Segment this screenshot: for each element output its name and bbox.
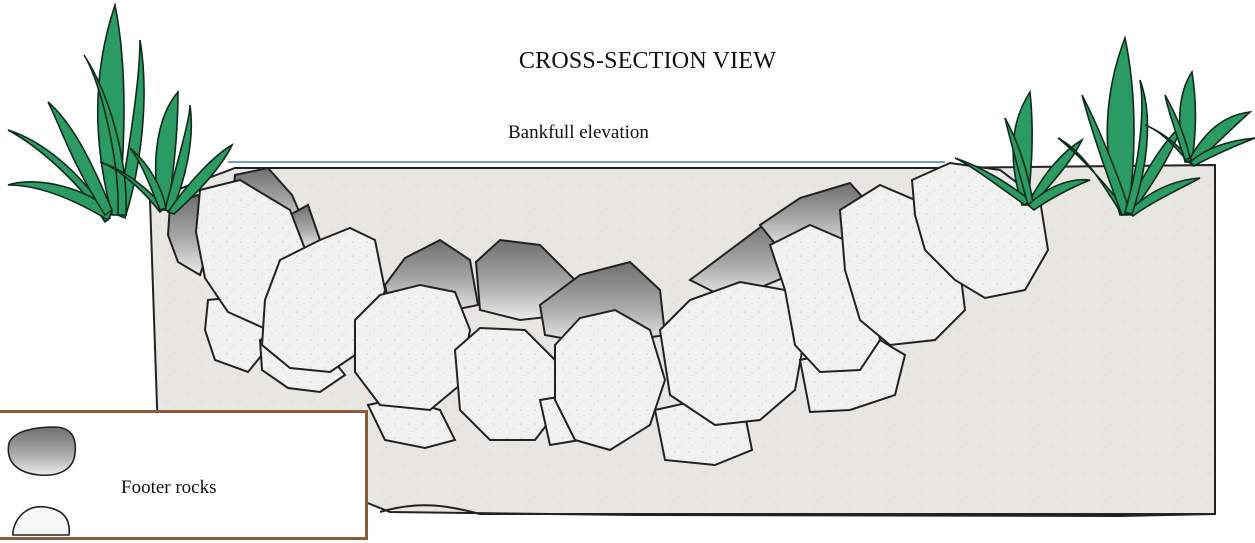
legend-label-footer-rocks: Footer rocks [121, 477, 217, 499]
rock-icon [13, 507, 69, 535]
vegetation-left [8, 5, 232, 222]
legend: Footer rocks [0, 410, 368, 540]
bankfull-label: Bankfull elevation [508, 122, 649, 144]
rock [355, 285, 470, 410]
footer-rock-icon [8, 427, 75, 475]
diagram-title: CROSS-SECTION VIEW [0, 48, 1255, 75]
